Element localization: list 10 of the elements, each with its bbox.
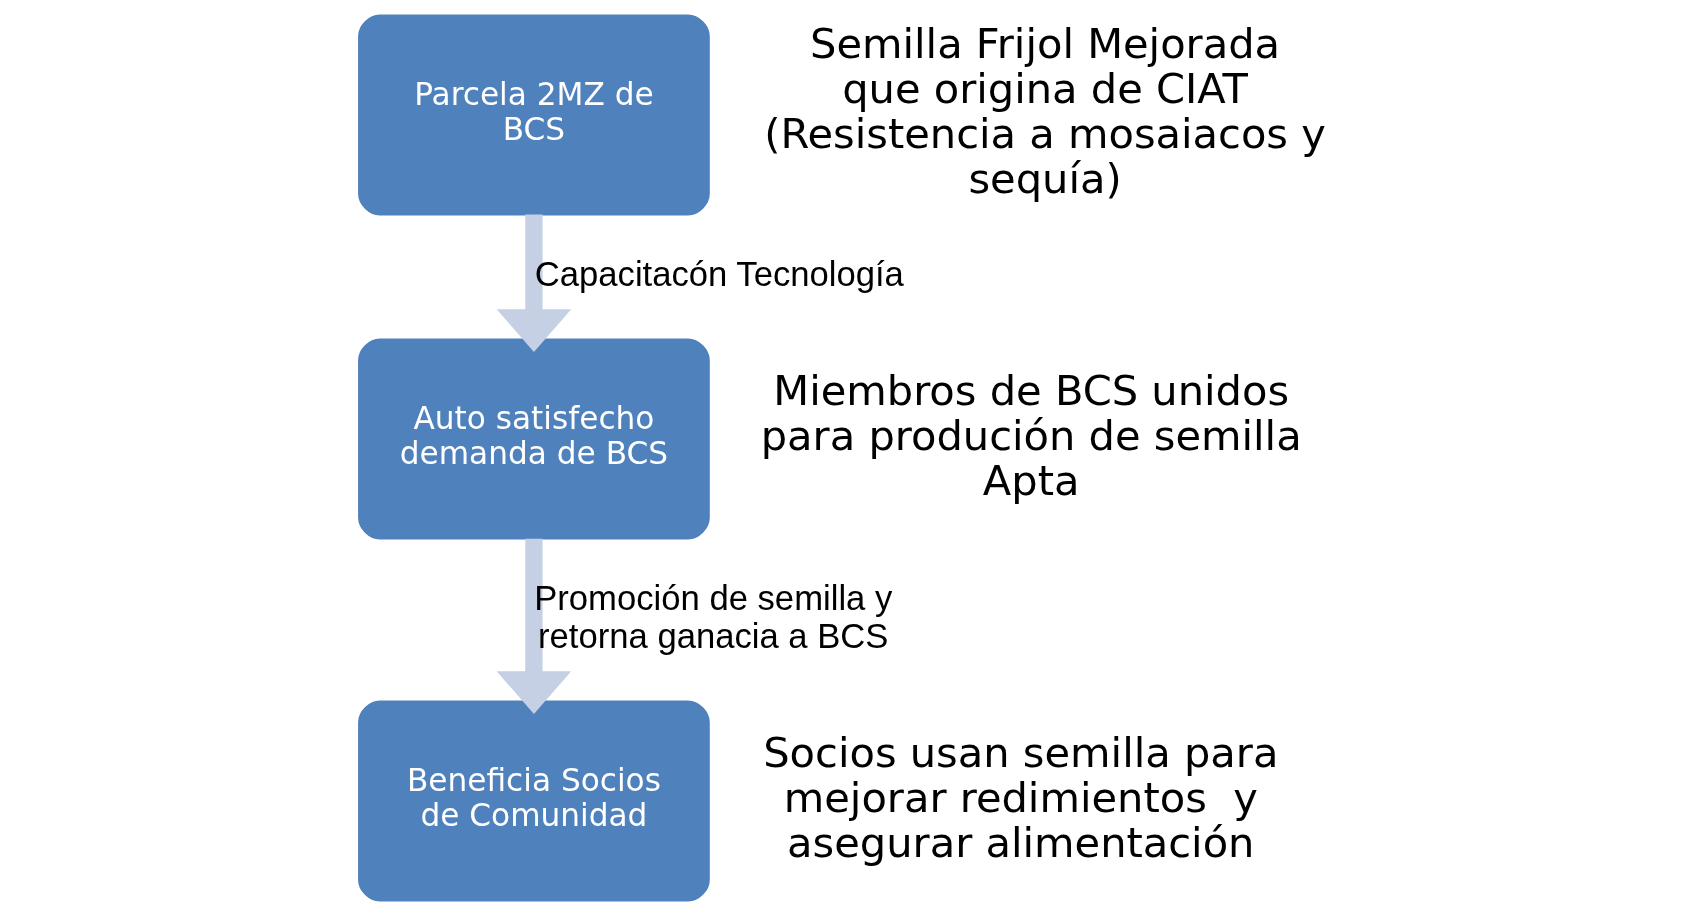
node-label: Semilla Frijol Mejorada que origina de CIAT (Resistencia a mosaiacos y sequía) [764, 19, 1326, 204]
arrow [496, 214, 572, 352]
node-label: Socios usan semilla para mejorar redimientos y asegurar alimentación [763, 727, 1279, 867]
node-box: Auto satisfecho demanda de BCS [358, 338, 710, 540]
edge-label: Promoción de semilla y retorna ganacia a BCS [534, 578, 893, 655]
node-label: Miembros de BCS unidos para produción de semilla Apta [760, 365, 1302, 505]
node-box: Beneficia Socios de Comunidad [358, 700, 710, 902]
node-box: Parcela 2MZ de BCS [358, 14, 710, 216]
edge-label: Capacitacón Tecnología [534, 254, 904, 293]
arrow [496, 538, 572, 714]
